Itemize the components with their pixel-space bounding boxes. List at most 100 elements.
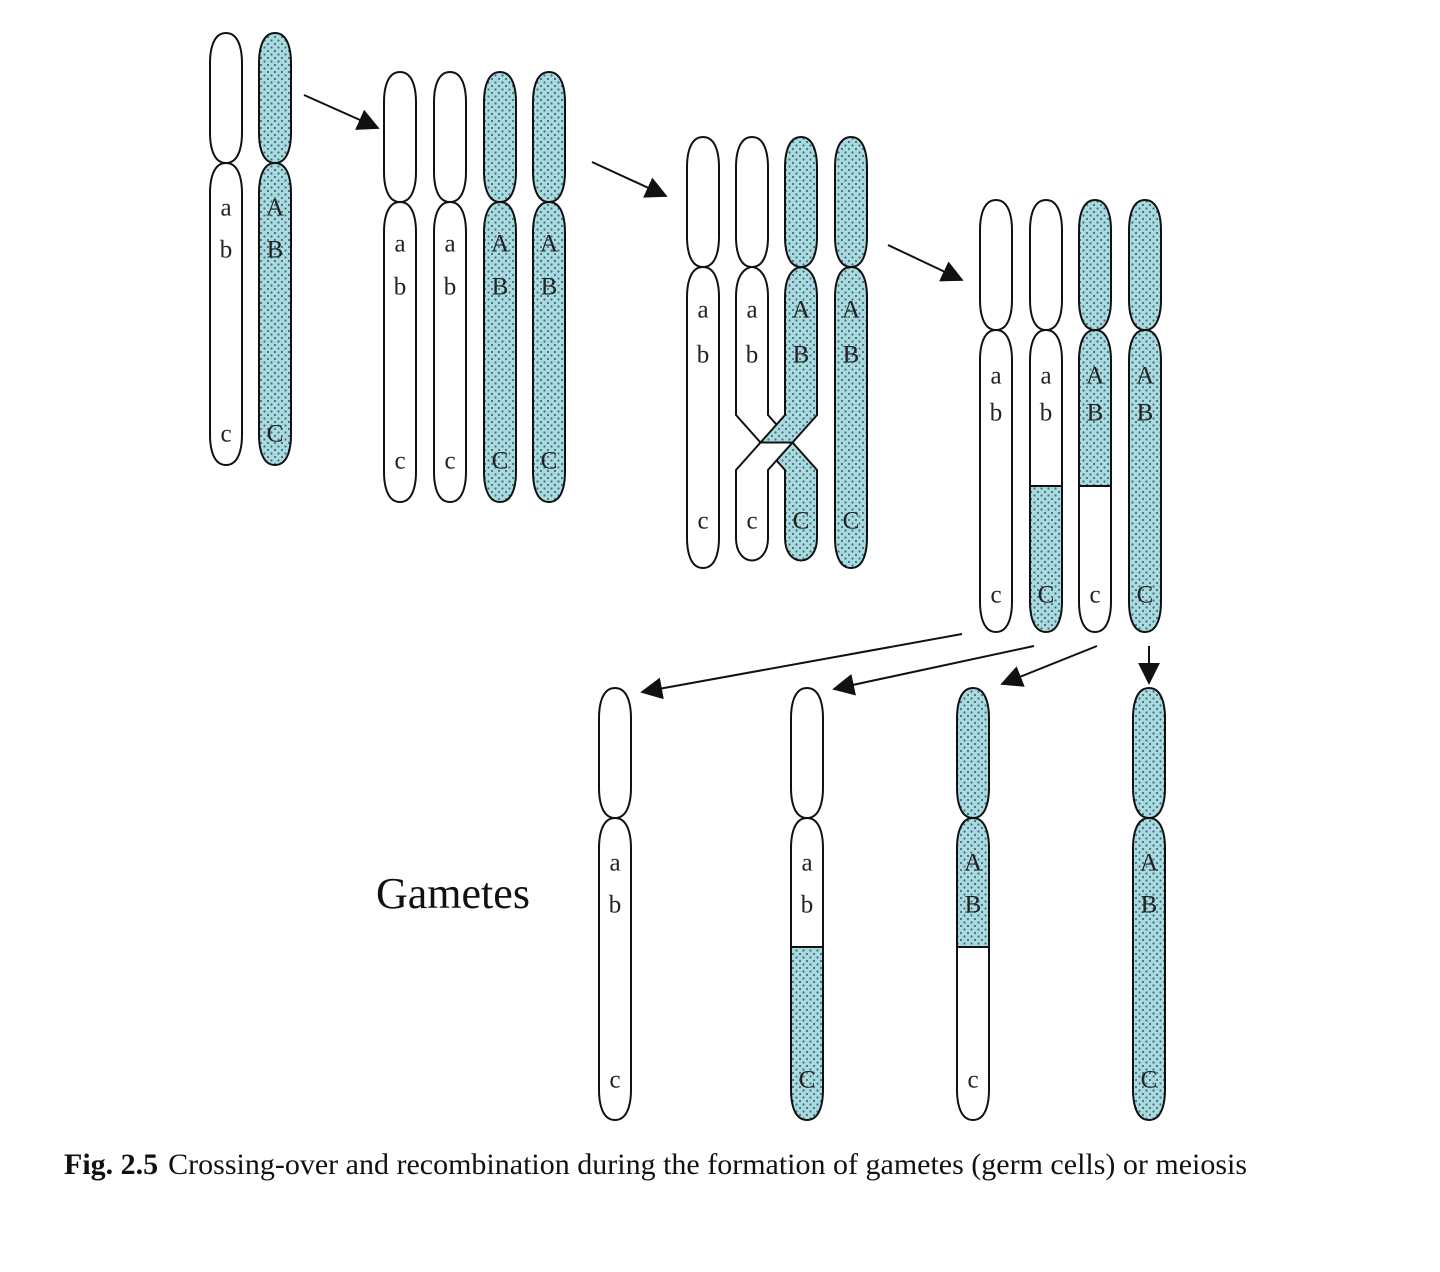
gene-label: c bbox=[746, 508, 757, 535]
arrow-1 bbox=[303, 94, 380, 130]
chromatid-4: AB C bbox=[532, 70, 566, 504]
gene-label: A bbox=[540, 231, 558, 258]
gamete-2: abC bbox=[790, 686, 824, 1122]
upper-segment bbox=[1079, 330, 1111, 486]
short-arm bbox=[1029, 198, 1063, 332]
gene-label: C bbox=[541, 448, 558, 475]
gene-label: B bbox=[1137, 400, 1154, 427]
short-arm bbox=[956, 686, 990, 820]
gene-label: b bbox=[801, 892, 814, 919]
gametes-label: Gametes bbox=[376, 869, 530, 918]
gene-label: a bbox=[801, 850, 812, 877]
short-arm bbox=[258, 31, 292, 165]
short-arm bbox=[686, 135, 720, 269]
upper-long-arm bbox=[735, 265, 795, 444]
short-arm bbox=[1128, 198, 1162, 332]
gene-label: A bbox=[491, 231, 509, 258]
chromatid-2: abC bbox=[1029, 198, 1063, 634]
gene-label: A bbox=[842, 297, 860, 324]
gene-label: b bbox=[394, 274, 407, 301]
short-arm bbox=[790, 686, 824, 820]
long-arm-outline bbox=[1029, 328, 1063, 634]
long-arm bbox=[209, 161, 243, 467]
gene-label: B bbox=[965, 892, 982, 919]
upper-segment bbox=[791, 818, 823, 947]
long-arm bbox=[1128, 328, 1162, 634]
arrow-4 bbox=[640, 633, 963, 700]
short-arm bbox=[209, 31, 243, 165]
gamete-3: ABc bbox=[956, 686, 990, 1122]
gene-label: c bbox=[609, 1067, 620, 1094]
gene-label: A bbox=[792, 297, 810, 324]
upper-segment bbox=[1030, 330, 1062, 486]
gene-label: C bbox=[843, 508, 860, 535]
chromatid-4: AB C bbox=[1128, 198, 1162, 634]
gene-label: B bbox=[1087, 400, 1104, 427]
gene-label: c bbox=[697, 508, 708, 535]
gene-label: C bbox=[1141, 1067, 1158, 1094]
gene-label: C bbox=[492, 448, 509, 475]
long-arm bbox=[483, 200, 517, 504]
short-arm bbox=[735, 135, 769, 269]
stage-homologous-pair: ab c AB C bbox=[209, 31, 292, 467]
short-arm bbox=[1078, 198, 1112, 332]
lower-segment bbox=[791, 947, 823, 1120]
short-arm bbox=[784, 135, 818, 269]
short-arm bbox=[979, 198, 1013, 332]
chromatid-4: ABC bbox=[834, 135, 868, 570]
arrow-6 bbox=[1000, 645, 1098, 687]
lower-long-arm bbox=[758, 441, 818, 562]
gene-label: B bbox=[267, 237, 284, 264]
chromatid-1: ab c bbox=[209, 31, 243, 467]
lower-segment bbox=[957, 947, 989, 1120]
long-arm bbox=[834, 265, 868, 570]
caption-number: Fig. 2.5 bbox=[64, 1148, 159, 1181]
gene-label: a bbox=[394, 231, 405, 258]
gene-label: b bbox=[220, 237, 233, 264]
long-arm bbox=[433, 200, 467, 504]
long-arm bbox=[532, 200, 566, 504]
gene-label: B bbox=[541, 274, 558, 301]
gene-label: c bbox=[967, 1067, 978, 1094]
short-arm bbox=[532, 70, 566, 204]
chromosomes: abcABCabcabcABCABCabcabCABcABCabcabCABcA… bbox=[209, 31, 1166, 1122]
gene-label: c bbox=[990, 582, 1001, 609]
long-arm bbox=[383, 200, 417, 504]
chromatid-2: abC bbox=[735, 135, 818, 562]
gene-label: C bbox=[1137, 582, 1154, 609]
gene-label: C bbox=[267, 421, 284, 448]
upper-segment bbox=[957, 818, 989, 947]
gene-label: A bbox=[1136, 363, 1154, 390]
long-arm-outline bbox=[1078, 328, 1112, 634]
chromatid-3: ABc bbox=[735, 135, 818, 562]
long-arm bbox=[258, 161, 292, 467]
gene-label: c bbox=[394, 448, 405, 475]
gene-label: B bbox=[492, 274, 509, 301]
long-arm bbox=[686, 265, 720, 570]
gene-label: A bbox=[1086, 363, 1104, 390]
long-arm-outline bbox=[956, 816, 990, 1122]
arrows bbox=[303, 94, 1160, 700]
long-arm bbox=[598, 816, 632, 1122]
gene-label: a bbox=[220, 195, 231, 222]
gene-label: a bbox=[990, 363, 1001, 390]
gene-label: a bbox=[1040, 363, 1051, 390]
upper-long-arm bbox=[758, 265, 818, 444]
gene-label: C bbox=[793, 508, 810, 535]
gene-label: c bbox=[444, 448, 455, 475]
short-arm bbox=[598, 686, 632, 820]
chromatid-1: abc bbox=[686, 135, 720, 570]
short-arm bbox=[383, 70, 417, 204]
gene-label: A bbox=[266, 195, 284, 222]
chromatid-1: ab c bbox=[383, 70, 417, 504]
gene-label: c bbox=[220, 421, 231, 448]
gene-label: C bbox=[799, 1067, 816, 1094]
gene-label: b bbox=[609, 892, 622, 919]
gene-label: a bbox=[697, 297, 708, 324]
long-arm bbox=[979, 328, 1013, 634]
gene-label: b bbox=[444, 274, 457, 301]
gene-label: A bbox=[964, 850, 982, 877]
short-arm bbox=[433, 70, 467, 204]
